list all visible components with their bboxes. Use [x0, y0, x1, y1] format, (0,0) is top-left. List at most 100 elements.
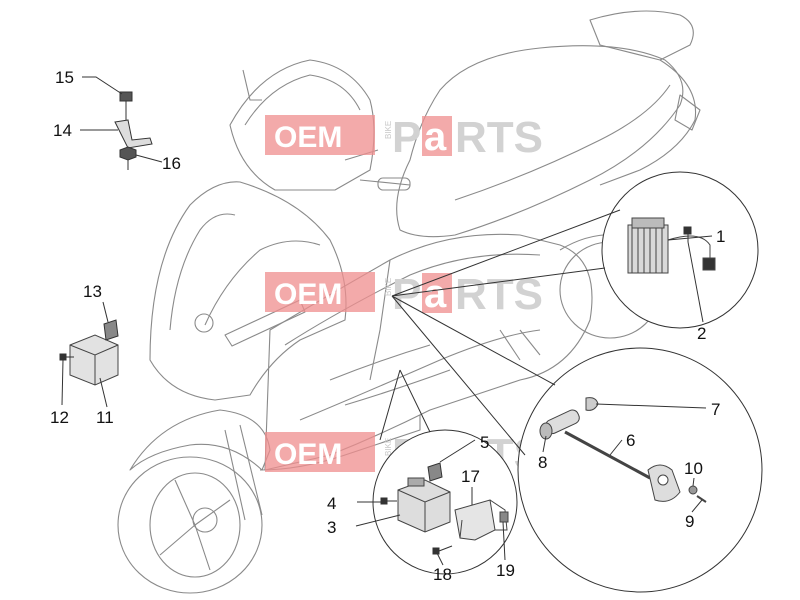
lock-latch: [657, 474, 669, 486]
callout-6: 6: [626, 431, 635, 450]
front-tire: [117, 456, 263, 594]
watermark-oem-box: [265, 115, 375, 155]
watermark-oem-box: [265, 272, 375, 312]
callout-5: 5: [480, 433, 489, 452]
rear-rack: [589, 10, 694, 61]
leader-12: [61, 359, 64, 406]
callout-14: 14: [53, 121, 72, 140]
clip-13: [103, 319, 119, 341]
control-unit-edge: [69, 344, 119, 385]
front-hub: [192, 507, 218, 533]
seat: [396, 45, 684, 238]
callout-16: 16: [162, 154, 181, 173]
regulator-connector: [702, 257, 716, 271]
side-panel: [264, 233, 593, 471]
bracket-assembly: [114, 91, 153, 170]
leader-15: [82, 76, 123, 95]
callout-4: 4: [327, 494, 336, 513]
watermark-bike-text: BIKE: [384, 121, 393, 139]
connector-line-regulator: [391, 209, 621, 297]
watermark-a-text: a: [424, 115, 447, 159]
clip-5: [427, 462, 443, 482]
ecu-body: [397, 479, 451, 533]
control-unit-body: [69, 334, 119, 386]
nut-16: [119, 146, 137, 161]
regulator-fins: [631, 225, 663, 273]
detail-circles: [372, 171, 763, 593]
callout-10: 10: [684, 459, 703, 478]
front-wheel-spokes: [159, 479, 231, 571]
leader-5: [439, 439, 476, 463]
windscreen-inner: [244, 74, 361, 126]
watermark-bike-text: BIKE: [384, 438, 393, 456]
callout-15: 15: [55, 68, 74, 87]
mounting-bracket: [454, 499, 509, 541]
side-panel-trim: [284, 253, 541, 346]
rear-tail: [599, 59, 697, 186]
clip-13-shape: [103, 319, 119, 341]
lock-cylinder-face: [539, 422, 553, 440]
watermark-rts-text: RTS: [455, 270, 543, 319]
seat-seam: [454, 84, 671, 201]
front-fork: [224, 424, 263, 521]
fairing-inner-left: [169, 213, 236, 331]
watermark-oem-text: OEM: [274, 121, 342, 154]
callout-18: 18: [433, 565, 452, 584]
screw-9: [696, 495, 707, 503]
callout-3: 3: [327, 518, 336, 537]
center-stand: [499, 329, 541, 361]
bracket-14: [114, 119, 153, 149]
connector-line-bracket: [379, 369, 431, 441]
fairing-inner-right: [204, 240, 321, 326]
leader-7: [595, 403, 707, 409]
callout-2: 2: [697, 324, 706, 343]
watermark-oem-text: OEM: [274, 438, 342, 471]
leader-19: [502, 521, 506, 561]
callout-7: 7: [711, 400, 720, 419]
mirror-stalk: [242, 69, 262, 101]
leader-11: [99, 377, 108, 408]
screw-18-shank: [438, 545, 453, 552]
leader-16: [135, 154, 163, 163]
regulator-top: [631, 217, 665, 229]
leader-lines: [61, 76, 713, 566]
screw-18: [432, 545, 453, 555]
callout-1: 1: [716, 227, 725, 246]
callout-11: 11: [96, 408, 114, 427]
leader-1: [667, 235, 713, 241]
leader-13: [102, 301, 109, 323]
ecu-edge: [397, 489, 451, 532]
callout-labels: 1 2 3 4 5 6 7 8 9 10 11 12 13 14 15 16 1…: [50, 68, 725, 584]
control-unit: [69, 334, 119, 386]
lock-cable-6: [564, 430, 651, 480]
leader-3: [355, 514, 401, 527]
connector-line-lock: [391, 295, 556, 456]
handlebar-grip: [377, 177, 411, 191]
leader-18: [436, 552, 444, 566]
ecu-tab: [407, 477, 425, 487]
seat-lock-assembly: [539, 397, 707, 503]
screw-4-head: [380, 497, 388, 505]
watermark-a-box: [422, 273, 452, 313]
watermark-top: OEM BIKE P a RTS: [265, 113, 543, 162]
regulator-body: [627, 224, 669, 274]
screw-18-head: [432, 547, 440, 555]
rear-light: [674, 94, 701, 131]
front-emblem: [194, 313, 214, 333]
watermark-bike-text: BIKE: [384, 278, 393, 296]
callout-19: 19: [496, 561, 515, 580]
watermark-oem-text: OEM: [274, 278, 342, 311]
windscreen: [229, 59, 375, 191]
voltage-regulator: [627, 217, 716, 274]
callout-13: 13: [83, 282, 102, 301]
callout-9: 9: [685, 512, 694, 531]
body-crease: [329, 344, 451, 406]
callout-17: 17: [461, 467, 480, 486]
leader-10: [692, 477, 695, 487]
callout-8: 8: [538, 453, 547, 472]
detail-circle-regulator: [601, 171, 759, 329]
leader-2: [687, 241, 704, 323]
screw-4: [380, 497, 397, 505]
leader-8: [542, 435, 547, 453]
front-fairing: [149, 181, 347, 401]
